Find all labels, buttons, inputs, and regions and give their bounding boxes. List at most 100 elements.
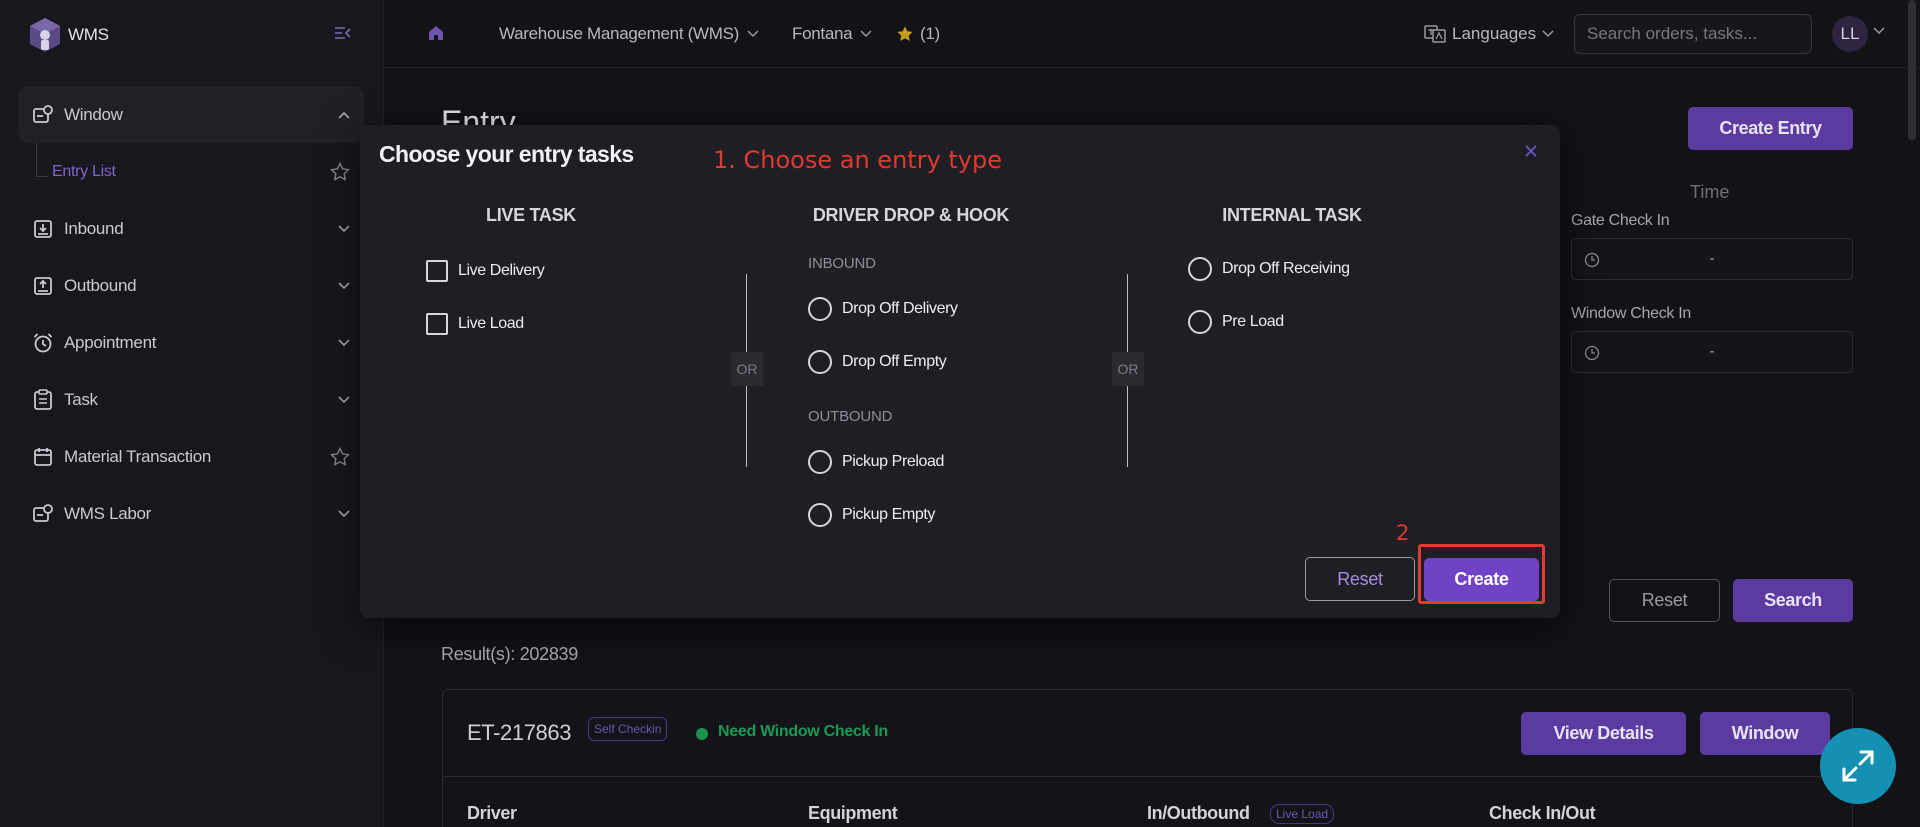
sidebar-item-outbound[interactable]: Outbound (18, 257, 364, 314)
clock-icon (1584, 252, 1600, 268)
sidebar: WMS Window Entry List Inbound (0, 0, 384, 827)
sidebar-item-label: Material Transaction (64, 446, 212, 466)
option-label: Live Delivery (458, 262, 545, 279)
sidebar-item-appointment[interactable]: Appointment (18, 314, 364, 371)
tree-connector (36, 143, 48, 177)
global-search-input[interactable] (1574, 14, 1812, 54)
app-switcher[interactable]: Warehouse Management (WMS) (499, 24, 759, 44)
window-check-in-value: - (1709, 343, 1715, 360)
window-icon (32, 104, 54, 126)
sidebar-item-material-transaction[interactable]: Material Transaction (18, 428, 364, 485)
modal-reset-button[interactable]: Reset (1305, 557, 1415, 601)
entry-id[interactable]: ET-217863 (467, 720, 572, 745)
gate-check-in-value: - (1709, 250, 1715, 267)
close-icon[interactable] (1522, 142, 1540, 160)
pickup-preload-option[interactable]: Pickup Preload (808, 450, 944, 474)
filter-search-button[interactable]: Search (1733, 579, 1853, 622)
alarm-clock-icon (32, 332, 54, 354)
favorites-count: (1) (920, 24, 940, 43)
create-entry-button[interactable]: Create Entry (1688, 107, 1853, 150)
radio[interactable] (808, 450, 832, 474)
radio[interactable] (808, 350, 832, 374)
option-label: Drop Off Receiving (1222, 260, 1350, 277)
modal-create-button[interactable]: Create (1424, 558, 1539, 601)
expand-arrows-icon (1842, 750, 1874, 782)
outbound-subheading: OUTBOUND (808, 408, 893, 425)
live-delivery-option[interactable]: Live Delivery (426, 260, 545, 282)
translate-icon (1424, 25, 1446, 43)
check-in-out-column-header: Check In/Out (1489, 803, 1596, 823)
radio[interactable] (1188, 310, 1212, 334)
pickup-empty-option[interactable]: Pickup Empty (808, 503, 935, 527)
location-name: Fontana (792, 24, 853, 43)
drop-off-empty-option[interactable]: Drop Off Empty (808, 350, 947, 374)
view-details-button[interactable]: View Details (1521, 712, 1686, 755)
clock-icon (1584, 345, 1600, 361)
window-check-in-field[interactable]: - (1571, 331, 1853, 373)
radio[interactable] (808, 297, 832, 321)
chevron-down-icon (338, 395, 350, 404)
language-label: Languages (1452, 24, 1537, 43)
option-label: Pickup Preload (842, 453, 945, 470)
live-load-badge: Live Load (1270, 804, 1335, 824)
filter-reset-button[interactable]: Reset (1609, 579, 1720, 622)
favorites[interactable]: (1) (896, 24, 940, 44)
inbound-subheading: INBOUND (808, 255, 876, 272)
avatar[interactable]: LL (1832, 16, 1868, 52)
drop-off-receiving-option[interactable]: Drop Off Receiving (1188, 257, 1350, 281)
radio[interactable] (808, 503, 832, 527)
labor-icon (32, 503, 54, 525)
chevron-down-icon (1542, 30, 1554, 38)
annotation-highlight-box (1418, 544, 1545, 604)
window-check-in-label: Window Check In (1571, 305, 1691, 322)
expand-fab-button[interactable] (1820, 728, 1896, 804)
star-icon[interactable] (330, 446, 350, 467)
gate-check-in-label: Gate Check In (1571, 212, 1670, 229)
inbound-icon (32, 218, 54, 240)
sidebar-item-entry-list[interactable]: Entry List (18, 143, 364, 200)
brand[interactable]: WMS (28, 16, 109, 54)
drop-off-delivery-option[interactable]: Drop Off Delivery (808, 297, 958, 321)
language-selector[interactable]: Languages (1424, 24, 1554, 44)
checkbox[interactable] (426, 313, 448, 335)
entry-status: Need Window Check In (718, 723, 888, 740)
page-scrollbar[interactable] (1908, 0, 1916, 140)
or-divider-label: OR (1112, 352, 1144, 386)
chevron-down-icon[interactable] (1873, 27, 1885, 35)
sidebar-item-task[interactable]: Task (18, 371, 364, 428)
home-icon[interactable] (427, 24, 445, 42)
card-divider (443, 776, 1852, 777)
checkbox[interactable] (426, 260, 448, 282)
time-column-header: Time (1690, 182, 1730, 202)
option-label: Live Load (458, 315, 524, 332)
live-load-option[interactable]: Live Load (426, 313, 524, 335)
top-bar: Warehouse Management (WMS) Fontana (1) L… (385, 0, 1920, 68)
pre-load-option[interactable]: Pre Load (1188, 310, 1284, 334)
or-divider-label: OR (731, 352, 763, 386)
sidebar-item-label: Appointment (64, 332, 157, 352)
annotation-step-1: 1. Choose an entry type (713, 146, 1003, 174)
star-icon[interactable] (330, 161, 350, 182)
modal-title: Choose your entry tasks (379, 141, 634, 167)
gate-check-in-field[interactable]: - (1571, 238, 1853, 280)
window-button[interactable]: Window (1700, 712, 1830, 755)
sidebar-item-label: WMS Labor (64, 503, 152, 523)
sidebar-item-label: Task (64, 389, 98, 409)
sidebar-item-label: Entry List (52, 162, 116, 180)
chevron-down-icon (338, 338, 350, 347)
internal-task-title: INTERNAL TASK (1222, 205, 1362, 225)
radio[interactable] (1188, 257, 1212, 281)
sidebar-item-label: Outbound (64, 275, 137, 295)
sidebar-item-inbound[interactable]: Inbound (18, 200, 364, 257)
sidebar-item-window[interactable]: Window (18, 86, 364, 143)
results-count: Result(s): 202839 (441, 644, 578, 664)
collapse-sidebar-icon[interactable] (334, 25, 352, 41)
location-switcher[interactable]: Fontana (792, 24, 872, 44)
sidebar-item-label: Inbound (64, 218, 124, 238)
driver-column-header: Driver (467, 803, 517, 823)
sidebar-item-wms-labor[interactable]: WMS Labor (18, 485, 364, 542)
inout-column-header: In/Outbound (1147, 803, 1250, 823)
sidebar-item-label: Window (64, 104, 123, 124)
chevron-down-icon (338, 509, 350, 518)
calendar-icon (32, 446, 54, 468)
